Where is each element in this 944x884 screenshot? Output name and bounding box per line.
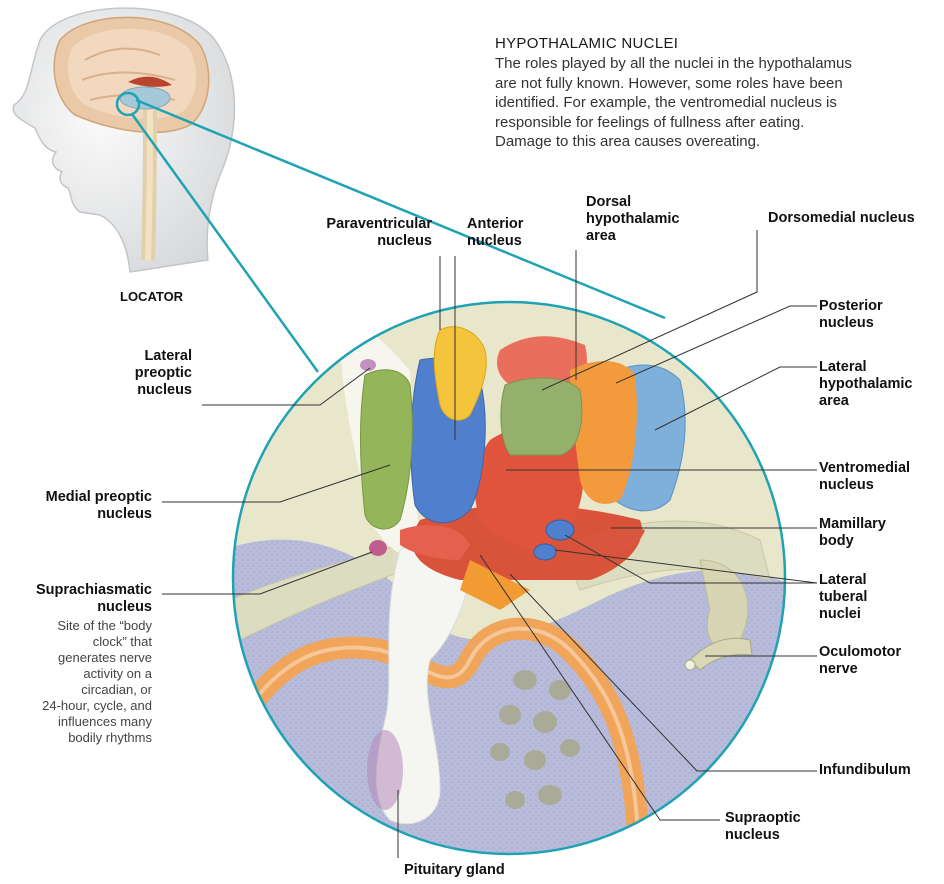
desc-line: Site of the “body (0, 618, 152, 634)
desc-line: bodily rhythms (0, 730, 152, 746)
suprachiasmatic-description: Site of the “body clock” that generates … (0, 618, 152, 746)
header-body: The roles played by all the nuclei in th… (495, 54, 944, 152)
label-line: hypothalamic (586, 211, 679, 228)
label-line: area (586, 228, 679, 245)
label-line: Pituitary gland (404, 862, 505, 879)
label-line: Oculomotor (819, 644, 901, 661)
label-line: tuberal (819, 589, 867, 606)
label-line: Ventromedial (819, 460, 910, 477)
label-oculomotor-nerve: Oculomotor nerve (819, 644, 901, 678)
label-pituitary-gland: Pituitary gland (404, 862, 505, 879)
label-line: nuclei (819, 606, 867, 623)
desc-line: generates nerve (0, 650, 152, 666)
label-line: preoptic (60, 365, 192, 382)
magnified-region (200, 290, 820, 884)
label-line: Infundibulum (819, 762, 911, 779)
label-line: hypothalamic (819, 376, 912, 393)
header-body-line: identified. For example, the ventromedia… (495, 93, 944, 113)
header-body-line: The roles played by all the nuclei in th… (495, 54, 944, 74)
label-line: nucleus (725, 827, 801, 844)
label-line: nucleus (10, 506, 152, 523)
label-line: Suprachiasmatic (6, 582, 152, 599)
label-lateral-preoptic-nucleus: Lateral preoptic nucleus (60, 348, 192, 399)
label-suprachiasmatic-nucleus: Suprachiasmatic nucleus (6, 582, 152, 616)
label-line: nucleus (300, 233, 432, 250)
label-line: area (819, 393, 912, 410)
header-title: HYPOTHALAMIC NUCLEI (495, 34, 944, 54)
label-paraventricular-nucleus: Paraventricular nucleus (300, 216, 432, 250)
label-line: body (819, 533, 886, 550)
label-line: Medial preoptic (10, 489, 152, 506)
label-line: nucleus (819, 477, 910, 494)
label-infundibulum: Infundibulum (819, 762, 911, 779)
label-line: Mamillary (819, 516, 886, 533)
header-body-line: are not fully known. However, some roles… (495, 74, 944, 94)
label-line: nucleus (819, 315, 883, 332)
label-line: Posterior (819, 298, 883, 315)
label-ventromedial-nucleus: Ventromedial nucleus (819, 460, 910, 494)
label-posterior-nucleus: Posterior nucleus (819, 298, 883, 332)
label-line: Lateral (819, 572, 867, 589)
label-line: Supraoptic (725, 810, 801, 827)
header-body-line: responsible for feelings of fullness aft… (495, 113, 944, 133)
label-line: Lateral (819, 359, 912, 376)
label-line: nucleus (60, 382, 192, 399)
label-line: nerve (819, 661, 901, 678)
desc-line: clock” that (0, 634, 152, 650)
label-dorsal-hypothalamic-area: Dorsal hypothalamic area (586, 194, 679, 245)
label-line: Lateral (60, 348, 192, 365)
header-body-line: Damage to this area causes overeating. (495, 132, 944, 152)
label-line: nucleus (6, 599, 152, 616)
desc-line: circadian, or (0, 682, 152, 698)
label-dorsomedial-nucleus: Dorsomedial nucleus (768, 210, 915, 227)
label-line: Anterior (467, 216, 523, 233)
desc-line: 24-hour, cycle, and (0, 698, 152, 714)
label-medial-preoptic-nucleus: Medial preoptic nucleus (10, 489, 152, 523)
label-anterior-nucleus: Anterior nucleus (467, 216, 523, 250)
label-mamillary-body: Mamillary body (819, 516, 886, 550)
label-line: Dorsomedial nucleus (768, 210, 915, 227)
header-block: HYPOTHALAMIC NUCLEI The roles played by … (495, 34, 944, 152)
label-line: nucleus (467, 233, 523, 250)
label-supraoptic-nucleus: Supraoptic nucleus (725, 810, 801, 844)
desc-line: influences many (0, 714, 152, 730)
label-lateral-hypothalamic-area: Lateral hypothalamic area (819, 359, 912, 410)
label-line: Dorsal (586, 194, 679, 211)
locator-head-illustration (13, 8, 234, 272)
desc-line: activity on a (0, 666, 152, 682)
label-lateral-tuberal-nuclei: Lateral tuberal nuclei (819, 572, 867, 623)
label-line: Paraventricular (300, 216, 432, 233)
locator-label: LOCATOR (120, 288, 183, 305)
